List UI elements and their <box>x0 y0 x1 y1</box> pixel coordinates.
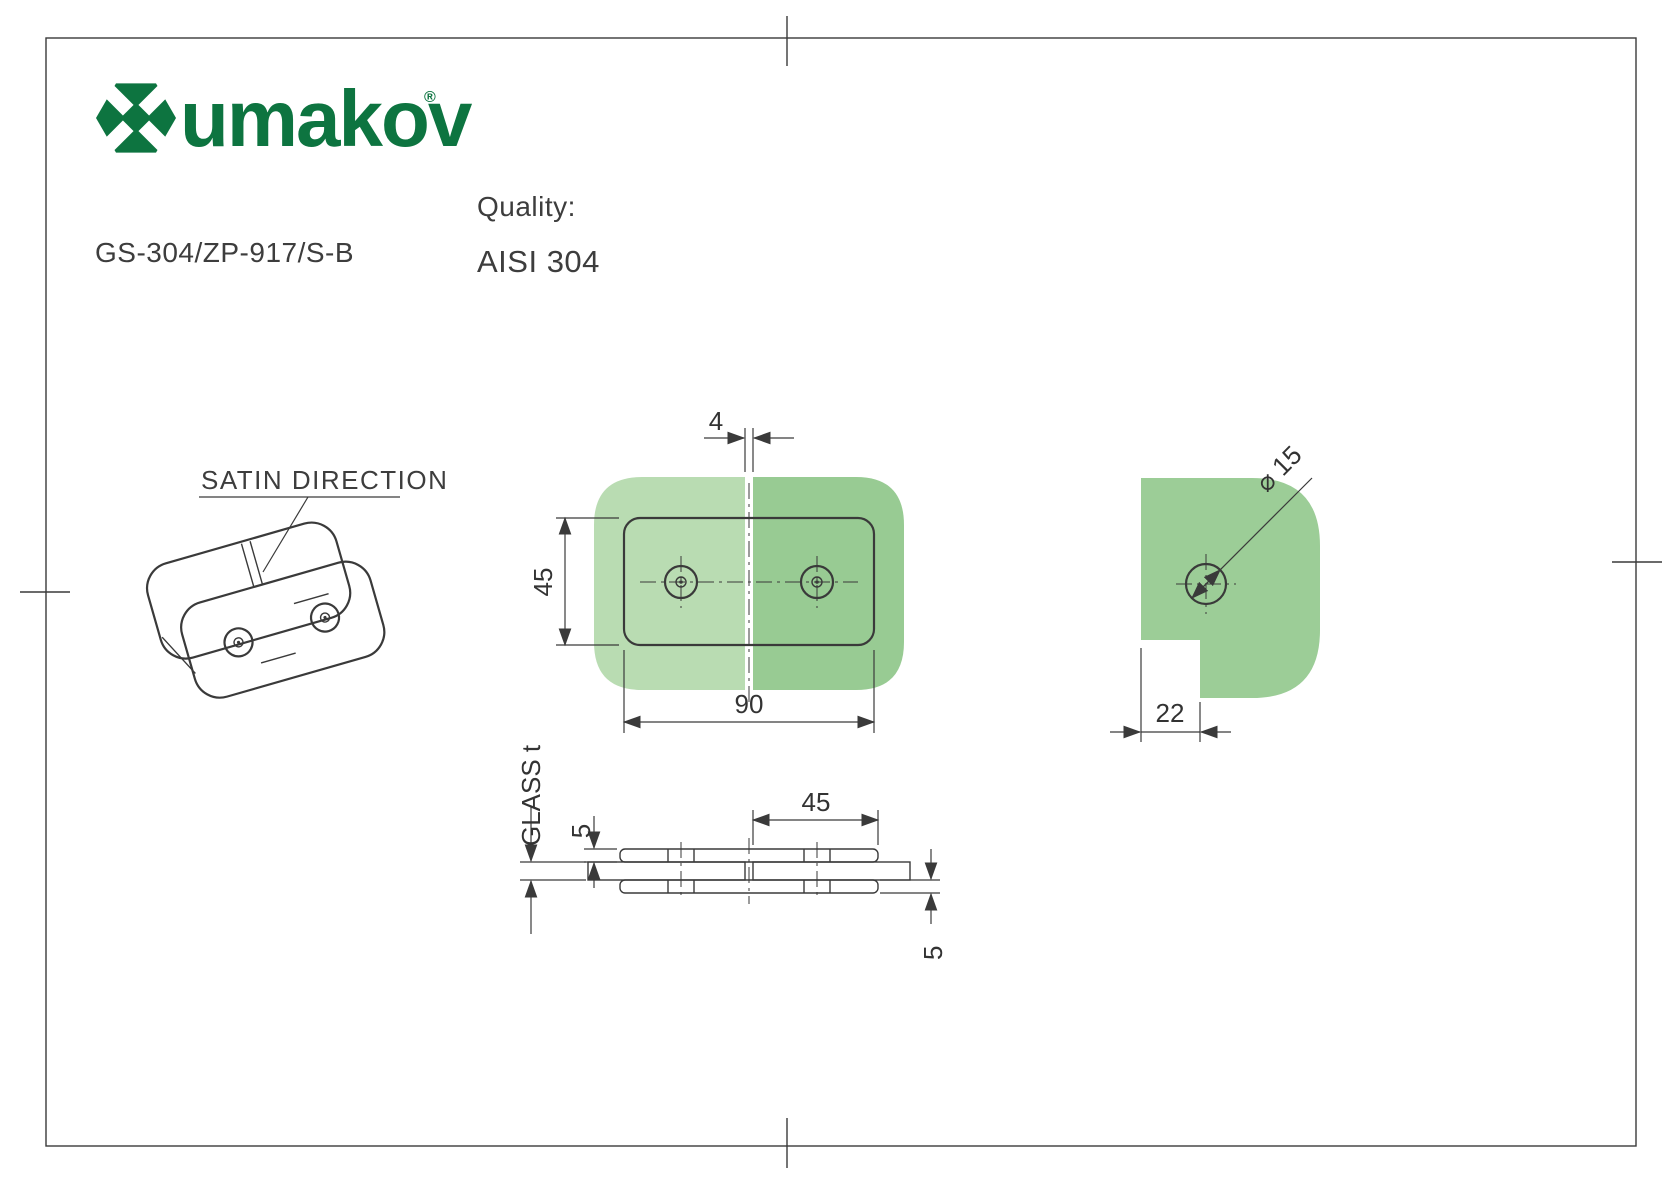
dim-clamp-height-text: 45 <box>528 568 558 597</box>
screw-hole-center <box>319 612 331 623</box>
isometric-view <box>145 521 386 699</box>
plate-edge-line <box>161 636 196 674</box>
glass-slot-line <box>240 543 255 588</box>
side-view: ⌀ 15 22 <box>1110 440 1320 742</box>
dim-clamp-width-text: 90 <box>735 689 764 719</box>
leader-line <box>1219 477 1313 571</box>
satin-mark-line <box>260 652 296 664</box>
product-code: GS-304/ZP-917/S-B <box>95 237 354 268</box>
clamp-body <box>622 516 876 647</box>
dim-cutout-depth-text: 22 <box>1156 698 1185 728</box>
diameter-arrow <box>1191 568 1222 599</box>
brand-logo: umakov ® <box>96 74 475 163</box>
clamp-back-plate <box>145 521 352 660</box>
dim-plate-length-text: 45 <box>802 787 831 817</box>
section-glass-left <box>587 861 746 881</box>
drawing-frame <box>20 16 1662 1168</box>
glass-panel-side <box>1141 478 1320 698</box>
dim-top-plate-thickness-text: 5 <box>566 824 596 838</box>
screw-hole <box>223 627 254 658</box>
dimension-plate-length: 45 <box>751 787 880 845</box>
section-view: 45 5 GLASS t 5 <box>516 744 948 960</box>
dim-panel-gap-text: 4 <box>709 406 723 436</box>
clamp-front-plate <box>180 560 386 699</box>
glass-slot-line <box>249 541 264 585</box>
quality-label: Quality: <box>477 191 576 222</box>
dimension-cutout-depth: 22 <box>1110 648 1231 742</box>
quality-value: AISI 304 <box>477 244 600 279</box>
screw-hole-left-dot <box>679 580 683 584</box>
screw-hole <box>309 602 341 633</box>
satin-direction-callout: SATIN DIRECTION <box>199 465 448 573</box>
dimension-clamp-height: 45 <box>528 516 619 647</box>
front-view: 4 45 90 <box>528 406 904 733</box>
screw-hole-dot <box>236 640 241 644</box>
section-glass-right <box>752 861 911 881</box>
glass-thickness-label: GLASS t <box>516 744 546 846</box>
brand-wordmark: umakov <box>180 74 473 163</box>
satin-mark-line <box>293 592 329 605</box>
dimension-top-plate-thickness: 5 <box>566 816 617 888</box>
registered-mark-icon: ® <box>424 89 436 106</box>
callout-leader-line <box>262 496 309 573</box>
screw-hole-center <box>233 637 244 648</box>
screw-hole-dot <box>323 615 327 620</box>
screw-hole-right-dot <box>815 580 819 584</box>
dimension-clamp-width: 90 <box>622 650 876 733</box>
dim-bottom-plate-thickness-text: 5 <box>918 946 948 960</box>
satin-direction-label: SATIN DIRECTION <box>201 465 448 495</box>
dimension-bottom-plate-thickness: 5 <box>880 849 948 960</box>
glass-panel-right <box>753 477 904 690</box>
isometric-clamp <box>145 521 386 699</box>
logo-center-diamond <box>120 102 152 134</box>
glass-panel-left <box>594 477 745 690</box>
dimension-glass-thickness: GLASS t <box>516 744 586 934</box>
dimension-panel-gap: 4 <box>704 406 794 472</box>
